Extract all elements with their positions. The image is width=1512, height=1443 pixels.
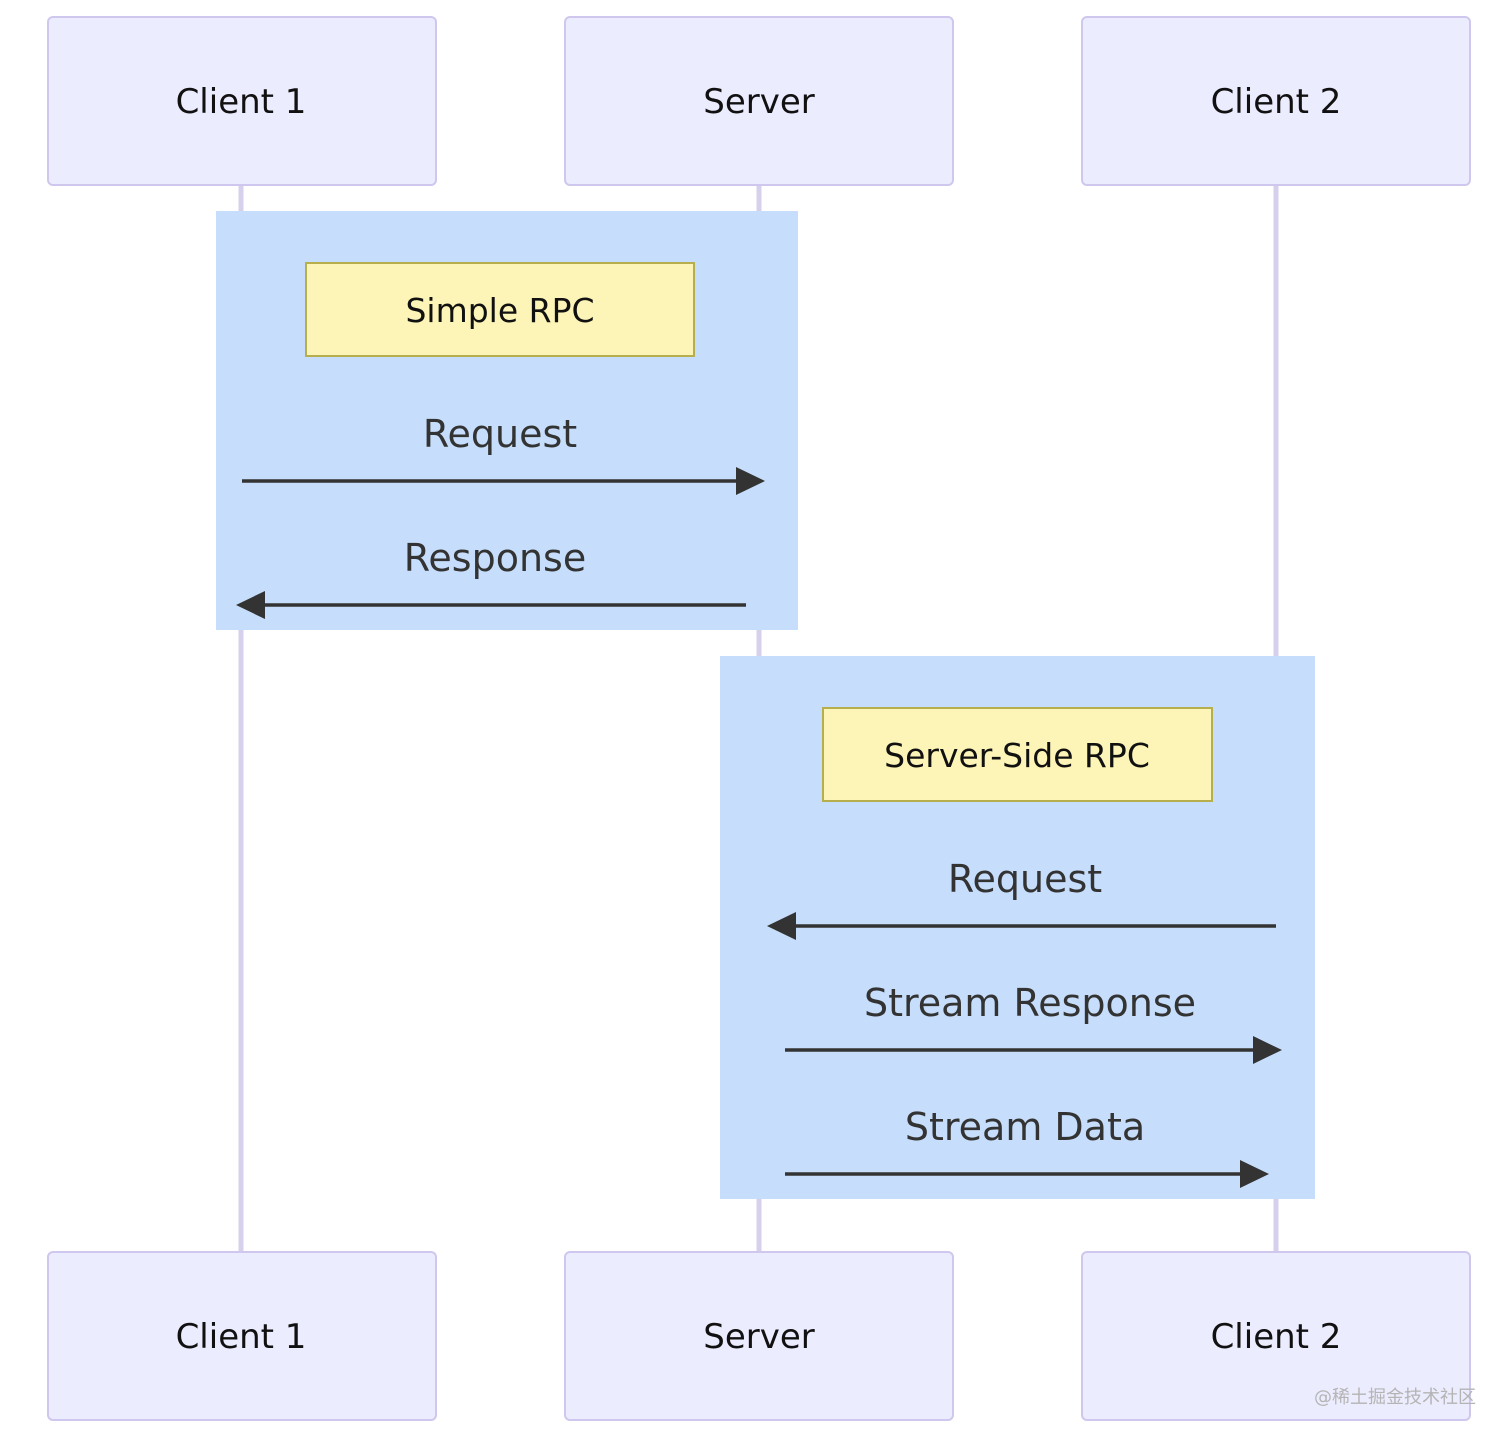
message-stream-response: Stream Response <box>785 981 1282 1064</box>
message-request: Request <box>242 412 765 495</box>
message-label: Request <box>423 412 577 456</box>
arrow-head-left-icon <box>236 591 265 619</box>
actors-top: Client 1 Server Client 2 <box>47 16 1471 186</box>
actor-label: Server <box>703 1317 815 1357</box>
actor-client-2: Client 2 <box>1081 16 1471 186</box>
actor-client-1: Client 1 <box>47 1251 437 1421</box>
block-server-side-rpc: Server-Side RPC Request Stream Response … <box>720 656 1315 1199</box>
actor-label: Client 2 <box>1211 82 1342 122</box>
actor-box <box>47 1251 437 1421</box>
actor-box <box>47 16 437 186</box>
message-stream-data: Stream Data <box>785 1105 1269 1188</box>
actor-client-2: Client 2 <box>1081 1251 1471 1421</box>
actor-box <box>564 1251 954 1421</box>
actor-box <box>1081 16 1471 186</box>
arrow-head-right-icon <box>736 467 765 495</box>
actor-label: Server <box>703 82 815 122</box>
message-request: Request <box>767 857 1276 940</box>
message-label: Response <box>404 536 587 580</box>
actor-server: Server <box>564 1251 954 1421</box>
message-label: Request <box>948 857 1102 901</box>
note-box <box>822 707 1213 802</box>
note-label: Simple RPC <box>405 291 594 330</box>
watermark: @稀土掘金技术社区 <box>1314 1387 1476 1408</box>
actors-bottom: Client 1 Server Client 2 <box>47 1251 1471 1421</box>
note-label: Server-Side RPC <box>884 736 1150 775</box>
actor-label: Client 1 <box>176 82 307 122</box>
actor-box <box>564 16 954 186</box>
block-simple-rpc: Simple RPC Request Response <box>216 211 798 630</box>
arrow-head-left-icon <box>767 912 796 940</box>
actor-box <box>1081 1251 1471 1421</box>
arrow-head-right-icon <box>1240 1160 1269 1188</box>
message-label: Stream Response <box>864 981 1196 1025</box>
actor-server: Server <box>564 16 954 186</box>
arrow-head-right-icon <box>1253 1036 1282 1064</box>
message-response: Response <box>236 536 746 619</box>
actor-client-1: Client 1 <box>47 16 437 186</box>
message-label: Stream Data <box>905 1105 1145 1149</box>
actor-label: Client 1 <box>176 1317 307 1357</box>
actor-label: Client 2 <box>1211 1317 1342 1357</box>
note-box <box>305 262 695 357</box>
